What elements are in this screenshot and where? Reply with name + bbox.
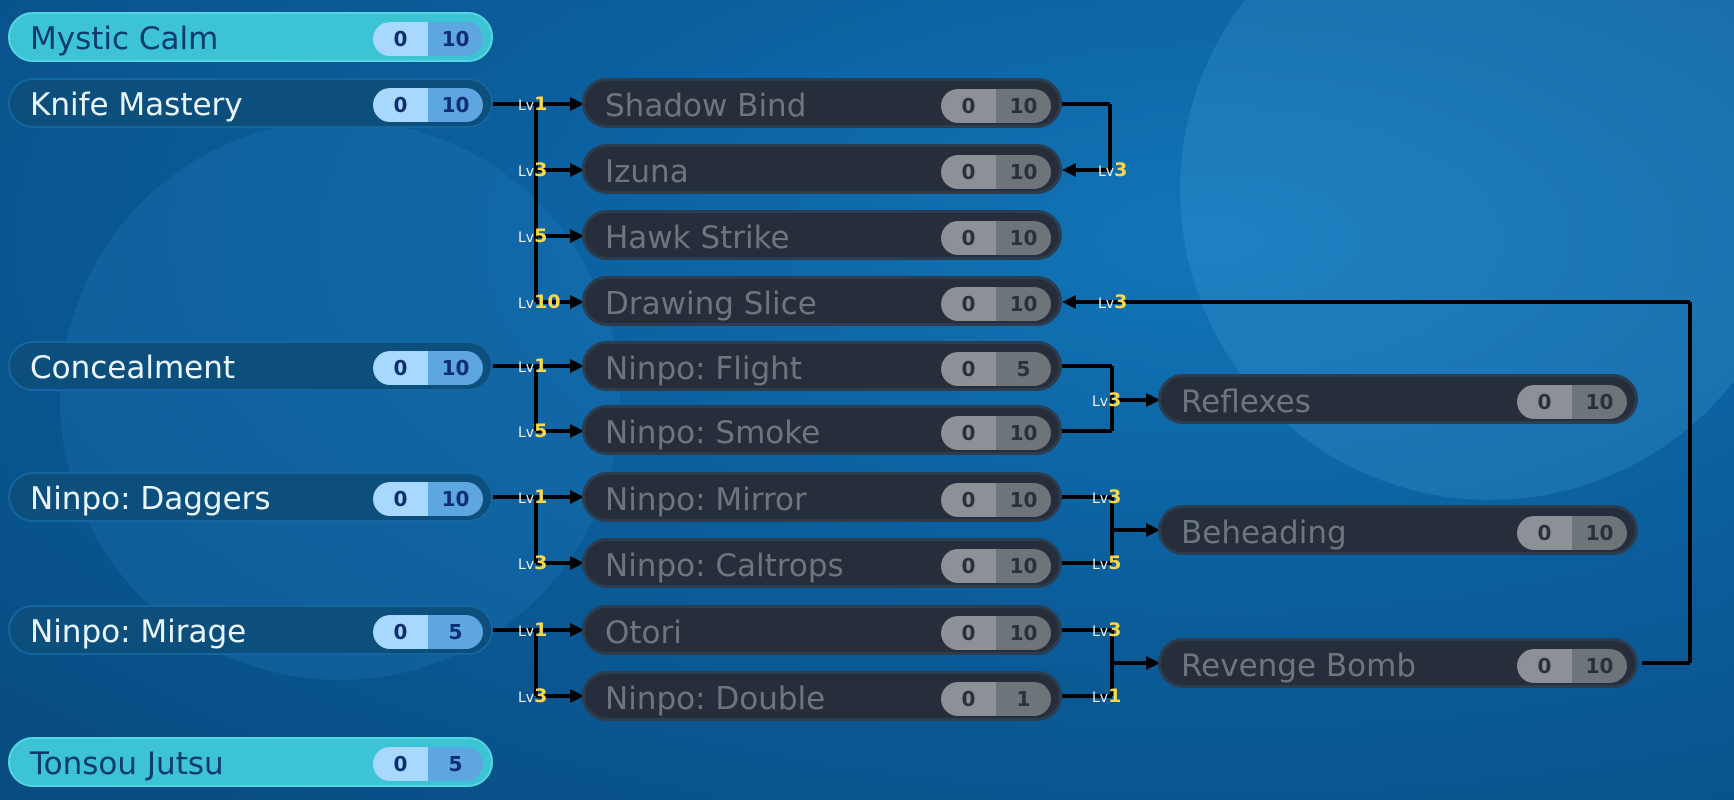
req-level-label: Lv1	[518, 619, 548, 641]
req-level-label: Lv3	[518, 552, 548, 574]
req-level-label: Lv1	[518, 93, 548, 115]
skill-name: Izuna	[605, 154, 689, 190]
skill-name: Ninpo: Double	[605, 681, 826, 717]
skill-name: Hawk Strike	[605, 220, 790, 256]
skill-name: Tonsou Jutsu	[30, 746, 224, 782]
background-decoration-2	[60, 120, 620, 680]
req-level-label: Lv3	[1092, 486, 1122, 508]
skill-name: Concealment	[30, 350, 236, 386]
req-level-label: Lv3	[1092, 619, 1122, 641]
req-level-label: Lv3	[518, 159, 548, 181]
skill-name: Knife Mastery	[30, 87, 243, 123]
req-level-label: Lv3	[518, 685, 548, 707]
req-level-label: Lv5	[518, 225, 548, 247]
skill-name: Ninpo: Daggers	[30, 481, 271, 517]
req-level-label: Lv1	[1092, 685, 1122, 707]
skill-name: Drawing Slice	[605, 286, 817, 322]
req-level-label: Lv3	[1098, 291, 1128, 313]
req-level-label: Lv5	[1092, 552, 1122, 574]
skill-name: Beheading	[1181, 515, 1347, 551]
req-level-label: Lv1	[518, 355, 548, 377]
req-level-label: Lv3	[1098, 159, 1128, 181]
skill-name: Ninpo: Caltrops	[605, 548, 844, 584]
skill-name: Ninpo: Flight	[605, 351, 802, 387]
req-level-label: Lv10	[518, 291, 561, 313]
skill-name: Ninpo: Mirage	[30, 614, 247, 650]
skill-name: Shadow Bind	[605, 88, 807, 124]
req-level-label: Lv1	[518, 486, 548, 508]
skill-name: Mystic Calm	[30, 21, 219, 57]
skill-name: Revenge Bomb	[1181, 648, 1416, 684]
skill-name: Otori	[605, 615, 682, 651]
skill-name: Reflexes	[1181, 384, 1311, 420]
req-level-label: Lv3	[1092, 389, 1122, 411]
skill-name: Ninpo: Smoke	[605, 415, 821, 451]
skill-name: Ninpo: Mirror	[605, 482, 807, 518]
req-level-label: Lv5	[518, 420, 548, 442]
